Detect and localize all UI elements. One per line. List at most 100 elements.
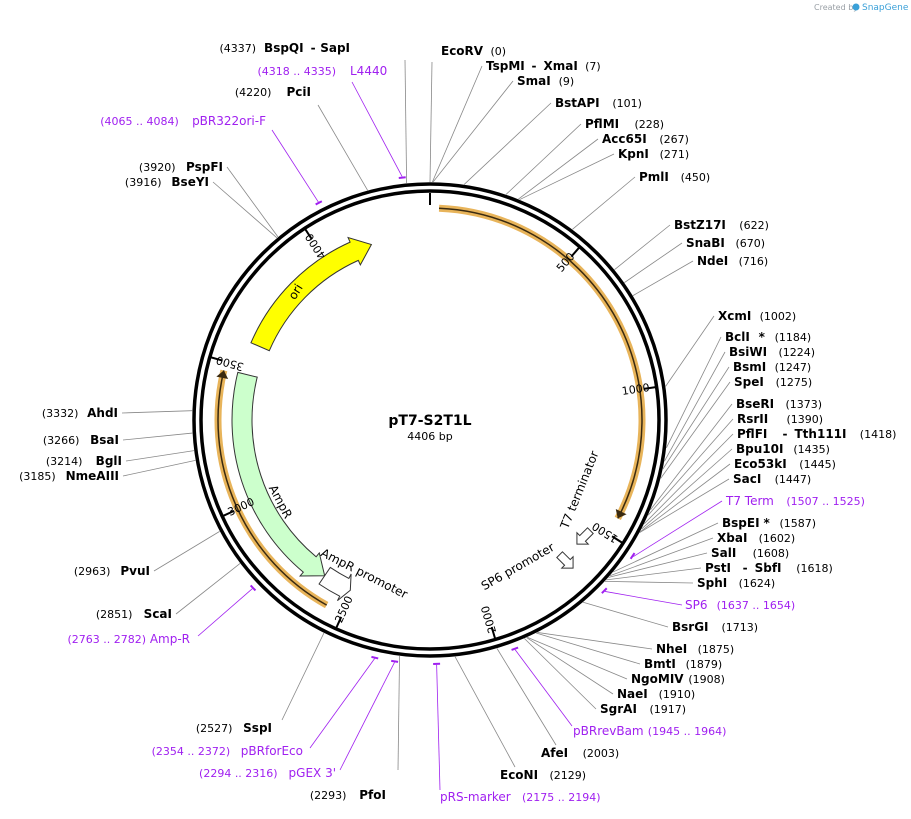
feature-ori — [250, 236, 373, 352]
enzyme-name: Eco53kI — [734, 457, 787, 471]
enzyme-pfoi[interactable]: PfoI(2293) — [310, 788, 386, 802]
enzyme-pflfi[interactable]: PflFI-Tth111I(1418) — [737, 427, 896, 441]
enzyme-ahdi[interactable]: AhdI(3332) — [42, 406, 118, 420]
enzyme-bpu10i[interactable]: Bpu10I(1435) — [736, 442, 830, 456]
orf-arrowhead — [615, 509, 627, 519]
enzyme-name: BspQI — [264, 41, 304, 55]
enzyme-spei[interactable]: SpeI(1275) — [734, 375, 812, 389]
primer-l4440[interactable]: (4318 .. 4335)L4440 — [257, 64, 387, 78]
enzyme-ecorv[interactable]: EcoRV(0) — [441, 44, 506, 58]
enzyme-pflmi[interactable]: PflMI(228) — [585, 117, 664, 131]
enzyme-name: BclI — [725, 330, 750, 344]
enzyme-position: (2129) — [550, 769, 587, 782]
enzyme-name: BsrGI — [672, 620, 709, 634]
enzyme-nhei[interactable]: NheI(1875) — [656, 642, 734, 656]
leader-line — [153, 531, 220, 572]
enzyme-bspqi[interactable]: SapI-BspQI(4337) — [220, 41, 350, 55]
enzyme-bstz17i[interactable]: BstZ17I(622) — [674, 218, 769, 232]
primer-pgex-3-[interactable]: pGEX 3'(2294 .. 2316) — [199, 766, 336, 780]
enzyme-position: (1373) — [786, 398, 823, 411]
orf-line — [439, 207, 643, 519]
enzyme-sep: - — [532, 59, 537, 73]
enzyme-rsrii[interactable]: RsrII(1390) — [737, 412, 823, 426]
primer-pbrforeco[interactable]: pBRforEco(2354 .. 2372) — [152, 744, 303, 758]
enzyme-pspfi[interactable]: PspFI(3920) — [139, 160, 223, 174]
enzyme-name: SacI — [733, 472, 761, 486]
primer-pbr322ori-f[interactable]: pBR322ori-F(4065 .. 4084) — [100, 114, 266, 128]
enzyme-acc65i[interactable]: Acc65I(267) — [602, 132, 689, 146]
enzyme-bseyi[interactable]: BseYI(3916) — [125, 175, 209, 189]
enzyme-position: (1447) — [775, 473, 812, 486]
enzyme-sphi[interactable]: SphI(1624) — [697, 576, 775, 590]
tick-label: 2500 — [332, 594, 355, 625]
enzyme-bgli[interactable]: BglI(3214) — [46, 454, 122, 468]
enzyme-bcli[interactable]: BclI*(1184) — [725, 330, 811, 344]
leader-line — [639, 463, 731, 533]
enzyme-bsmi[interactable]: BsmI(1247) — [733, 360, 811, 374]
enzyme-pvui[interactable]: PvuI(2963) — [74, 564, 150, 578]
enzyme-position: (1587) — [780, 517, 817, 530]
enzyme-name: XcmI — [718, 309, 751, 323]
enzyme-saci[interactable]: SacI (1447) — [733, 472, 811, 486]
enzyme-bstapi[interactable]: BstAPI(101) — [555, 96, 642, 110]
enzyme-bspei[interactable]: BspEI*(1587) — [722, 516, 816, 530]
enzyme-name: NheI — [656, 642, 687, 656]
sp6-promoter-arrow-icon — [556, 551, 574, 569]
enzyme-position: (716) — [739, 255, 769, 268]
enzyme-smai[interactable]: SmaI(9) — [517, 74, 574, 88]
enzyme-sspi[interactable]: SspI(2527) — [196, 721, 272, 735]
enzyme-position: (0) — [491, 45, 507, 58]
enzyme-name: NdeI — [697, 254, 728, 268]
enzyme-econi[interactable]: EcoNI(2129) — [500, 768, 586, 782]
primer-prs-marker[interactable]: pRS-marker(2175 .. 2194) — [440, 790, 601, 804]
enzyme-position: (101) — [612, 97, 642, 110]
enzyme-name: BstZ17I — [674, 218, 726, 232]
enzyme-scai[interactable]: ScaI(2851) — [96, 607, 172, 621]
enzyme-position: (450) — [681, 171, 711, 184]
enzyme-snabi[interactable]: SnaBI(670) — [686, 236, 765, 250]
enzyme-bsiwi[interactable]: BsiWI(1224) — [729, 345, 815, 359]
enzyme-ndei[interactable]: NdeI (716) — [697, 254, 768, 268]
primer-name: Amp-R — [150, 632, 190, 646]
enzyme-nmeaiii[interactable]: NmeAIII(3185) — [19, 469, 119, 483]
enzyme-naei[interactable]: NaeI (1910) — [617, 687, 695, 701]
enzyme-name: BseYI — [171, 175, 209, 189]
enzyme-name: Acc65I — [602, 132, 647, 146]
primer-range: (2294 .. 2316) — [199, 767, 278, 780]
enzyme-bsai[interactable]: BsaI(3266) — [43, 433, 119, 447]
enzyme-position: (1445) — [799, 458, 836, 471]
leader-line — [604, 580, 694, 584]
enzyme-star: * — [764, 516, 771, 530]
primer-pbrrevbam[interactable]: pBRrevBam(1945 .. 1964) — [573, 724, 726, 738]
primer-t7-term[interactable]: T7 Term(1507 .. 1525) — [725, 494, 865, 508]
enzyme-name: PspFI — [186, 160, 223, 174]
enzyme-position: (1910) — [659, 688, 696, 701]
enzyme-ngomiv[interactable]: NgoMIV(1908) — [631, 672, 725, 686]
enzyme-name: NaeI — [617, 687, 648, 701]
enzyme-xcmi[interactable]: XcmI(1002) — [718, 309, 796, 323]
enzyme-tspmi[interactable]: TspMI-XmaI(7) — [486, 59, 601, 73]
enzyme-bmti[interactable]: BmtI(1879) — [644, 657, 722, 671]
enzyme-name: KpnI — [618, 147, 649, 161]
plasmid-backbone — [192, 182, 668, 658]
enzyme-pmli[interactable]: PmlI(450) — [639, 170, 710, 184]
enzyme-position: (1624) — [739, 577, 776, 590]
enzyme-xbai[interactable]: XbaI(1602) — [717, 531, 795, 545]
enzyme-position: (4337) — [220, 42, 257, 55]
enzyme-pcii[interactable]: PciI(4220) — [235, 85, 311, 99]
enzyme-position: (2851) — [96, 608, 133, 621]
enzyme-psti[interactable]: PstI-SbfI(1618) — [705, 561, 833, 575]
enzyme-bsrgi[interactable]: BsrGI(1713) — [672, 620, 758, 634]
enzyme-kpni[interactable]: KpnI(271) — [618, 147, 689, 161]
enzyme-sgrai[interactable]: SgrAI(1917) — [600, 702, 686, 716]
primer-amp-r[interactable]: Amp-R(2763 .. 2782) — [67, 632, 190, 646]
primer-sp6[interactable]: SP6(1637 .. 1654) — [685, 598, 795, 612]
enzyme-name: BsmI — [733, 360, 766, 374]
leader-line — [281, 632, 325, 721]
enzyme-name-2: Tth111I — [795, 427, 847, 441]
enzyme-sali[interactable]: SalI(1608) — [711, 546, 789, 560]
enzyme-bseri[interactable]: BseRI(1373) — [736, 397, 822, 411]
enzyme-eco53ki[interactable]: Eco53kI (1445) — [734, 457, 836, 471]
primer-name: pBRrevBam — [573, 724, 644, 738]
enzyme-afei[interactable]: AfeI(2003) — [541, 746, 619, 760]
